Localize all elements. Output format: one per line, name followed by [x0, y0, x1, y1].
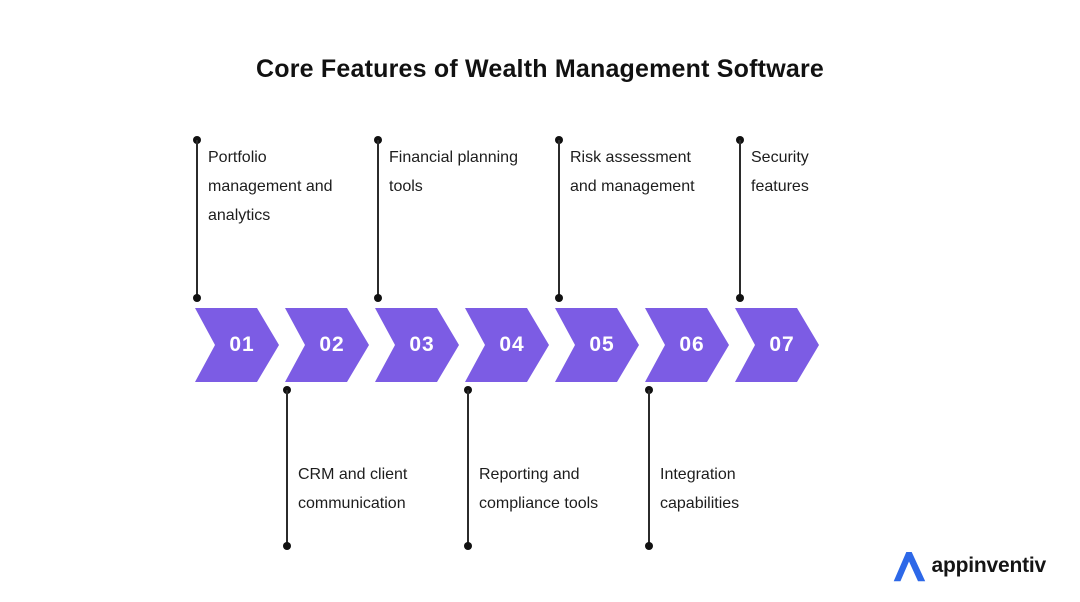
connector-dot [736, 294, 744, 302]
connector-line [558, 140, 560, 298]
step-number: 06 [679, 333, 705, 356]
step-label-integration-capabilities: Integration capabilities [660, 466, 740, 512]
timeline-step-arrow-07: 07 [735, 308, 819, 382]
connector-dot [374, 294, 382, 302]
timeline-step-arrow-01: 01 [195, 308, 279, 382]
timeline-arrow-row: 01 02 03 04 05 06 07 [195, 308, 819, 382]
connector-line [286, 390, 288, 546]
connector-dot [193, 294, 201, 302]
connector-line [467, 390, 469, 546]
connector-step-01: Portfolio management and analytics [193, 136, 333, 302]
connector-step-03: Financial planning tools [374, 136, 518, 302]
connector-step-02: CRM and client communication [283, 386, 407, 550]
connector-dot [645, 542, 653, 550]
step-number: 03 [409, 333, 435, 356]
appinventiv-logo: appinventiv [891, 548, 1047, 584]
connector-dot [464, 542, 472, 550]
appinventiv-logo-text: appinventiv [931, 554, 1047, 577]
timeline-step-arrow-02: 02 [285, 308, 369, 382]
step-label-reporting-compliance: Reporting and compliance tools [479, 466, 599, 512]
step-number: 01 [229, 333, 255, 356]
connector-dot [555, 294, 563, 302]
step-number: 04 [499, 333, 525, 356]
connector-step-07: Security features [736, 136, 809, 302]
connector-line [739, 140, 741, 298]
connector-step-05: Risk assessment and management [555, 136, 695, 302]
timeline-step-arrow-06: 06 [645, 308, 729, 382]
step-label-financial-planning: Financial planning tools [389, 149, 518, 195]
connector-line [648, 390, 650, 546]
step-label-crm-client-communication: CRM and client communication [298, 466, 408, 512]
connector-dot [283, 542, 291, 550]
connector-step-06: Integration capabilities [645, 386, 739, 550]
step-number: 07 [769, 333, 795, 356]
connector-line [196, 140, 198, 298]
step-label-risk-assessment: Risk assessment and management [570, 149, 695, 195]
connector-line [377, 140, 379, 298]
page-title: Core Features of Wealth Management Softw… [256, 55, 824, 83]
timeline-step-arrow-04: 04 [465, 308, 549, 382]
timeline-step-arrow-03: 03 [375, 308, 459, 382]
timeline-step-arrow-05: 05 [555, 308, 639, 382]
step-label-portfolio-management: Portfolio management and analytics [208, 149, 333, 224]
appinventiv-triangle-a-icon [893, 552, 925, 582]
connector-step-04: Reporting and compliance tools [464, 386, 598, 550]
step-number: 05 [589, 333, 615, 356]
step-label-security-features: Security features [751, 149, 809, 195]
step-number: 02 [319, 333, 345, 356]
